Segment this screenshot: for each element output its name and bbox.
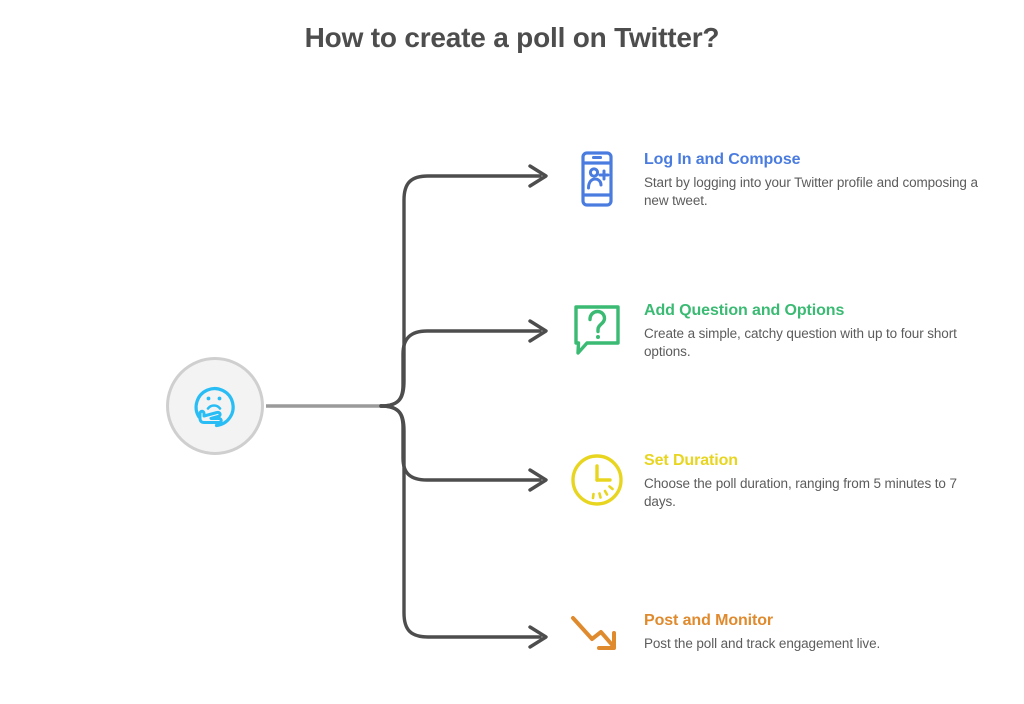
page-title: How to create a poll on Twitter? <box>304 22 720 53</box>
clock-icon <box>566 451 628 517</box>
connector-branch-1 <box>379 174 542 408</box>
step-body-3: Set Duration Choose the poll duration, r… <box>644 451 984 511</box>
step-item-2: Add Question and Options Create a simple… <box>566 301 986 393</box>
mobile-add-user-icon <box>566 150 628 216</box>
question-speech-bubble-icon <box>566 301 628 367</box>
connector-branch-4 <box>379 404 542 639</box>
step-body-1: Log In and Compose Start by logging into… <box>644 150 984 210</box>
arrowhead-2 <box>528 319 548 343</box>
connector-branch-3 <box>379 404 542 482</box>
step-heading-2: Add Question and Options <box>644 302 845 319</box>
arrowhead-4 <box>528 625 548 649</box>
step-description-3: Choose the poll duration, ranging from 5… <box>644 476 957 509</box>
central-hub <box>166 357 264 455</box>
step-heading-1: Log In and Compose <box>644 151 801 168</box>
arrowhead-3 <box>528 468 548 492</box>
step-body-4: Post and Monitor Post the poll and track… <box>644 611 984 653</box>
step-description-1: Start by logging into your Twitter profi… <box>644 175 978 208</box>
step-heading-4: Post and Monitor <box>644 612 774 629</box>
arrowhead-1 <box>528 164 548 188</box>
declining-arrow-icon <box>566 611 628 677</box>
thinking-face-icon <box>186 377 244 435</box>
step-item-4: Post and Monitor Post the poll and track… <box>566 611 986 703</box>
step-description-4: Post the poll and track engagement live. <box>644 636 881 651</box>
connector-branch-2 <box>379 329 542 408</box>
step-body-2: Add Question and Options Create a simple… <box>644 301 984 361</box>
step-item-1: Log In and Compose Start by logging into… <box>566 150 986 242</box>
step-description-2: Create a simple, catchy question with up… <box>644 326 957 359</box>
step-heading-3: Set Duration <box>644 452 738 469</box>
step-item-3: Set Duration Choose the poll duration, r… <box>566 451 986 543</box>
